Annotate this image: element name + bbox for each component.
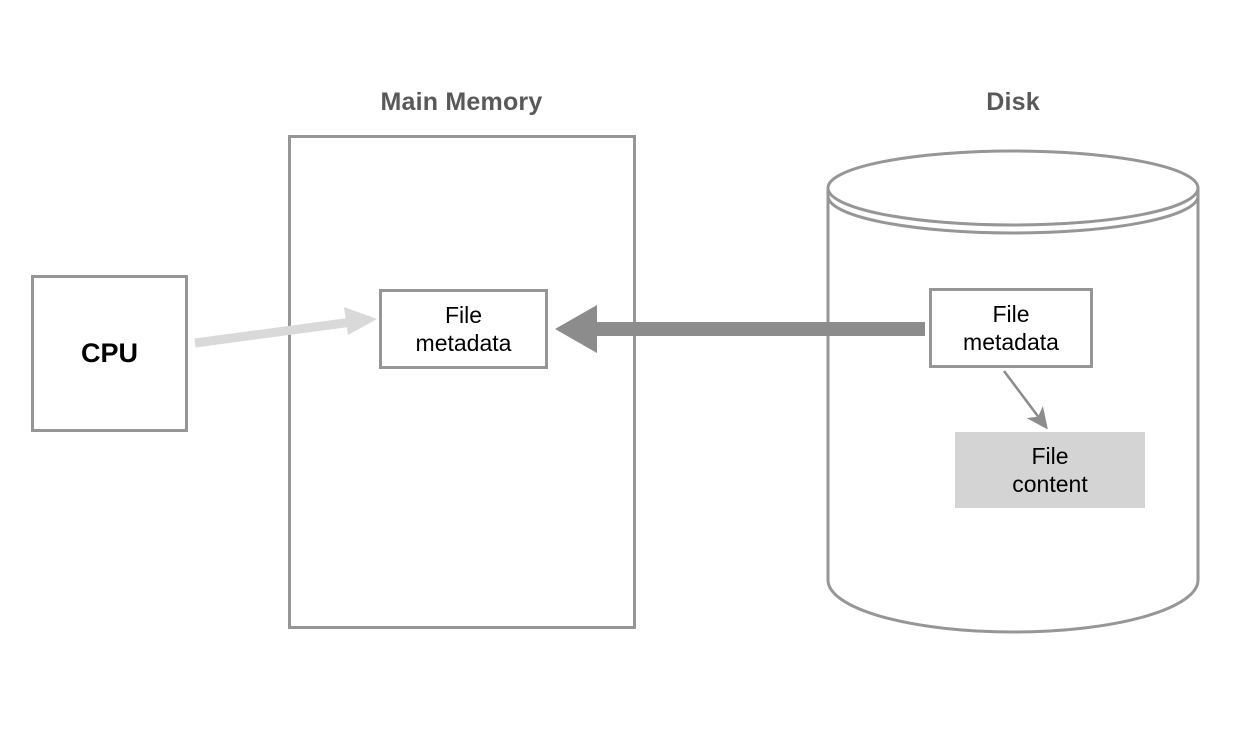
disk-rim-curve bbox=[826, 195, 1200, 235]
disk-file-content-box[interactable]: File content bbox=[955, 432, 1145, 508]
disk-file-metadata-line1: File bbox=[992, 300, 1030, 327]
memory-file-metadata-label: File metadata bbox=[416, 301, 512, 357]
disk-file-content-line1: File bbox=[1031, 442, 1069, 469]
cpu-to-memory-arrow bbox=[194, 307, 377, 348]
disk-file-content-label: File content bbox=[1012, 442, 1087, 498]
cpu-box[interactable]: CPU bbox=[31, 275, 188, 432]
disk-file-metadata-line2: metadata bbox=[963, 329, 1059, 355]
disk-to-memory-arrow bbox=[555, 305, 925, 353]
memory-file-metadata-box[interactable]: File metadata bbox=[379, 289, 548, 369]
disk-cylinder bbox=[826, 149, 1200, 634]
disk-file-metadata-box[interactable]: File metadata bbox=[929, 288, 1093, 368]
metadata-to-content-arrow bbox=[1002, 370, 1048, 430]
disk-file-content-line2: content bbox=[1012, 471, 1088, 497]
main-memory-container bbox=[288, 135, 636, 629]
disk-top-ellipse bbox=[826, 149, 1200, 227]
memory-file-metadata-line1: File bbox=[444, 301, 483, 328]
disk-title: Disk bbox=[986, 88, 1040, 116]
disk-file-metadata-label: File metadata bbox=[963, 300, 1059, 356]
cpu-label: CPU bbox=[80, 338, 138, 369]
main-memory-title: Main Memory bbox=[380, 88, 543, 116]
memory-file-metadata-line2: metadata bbox=[415, 330, 512, 356]
